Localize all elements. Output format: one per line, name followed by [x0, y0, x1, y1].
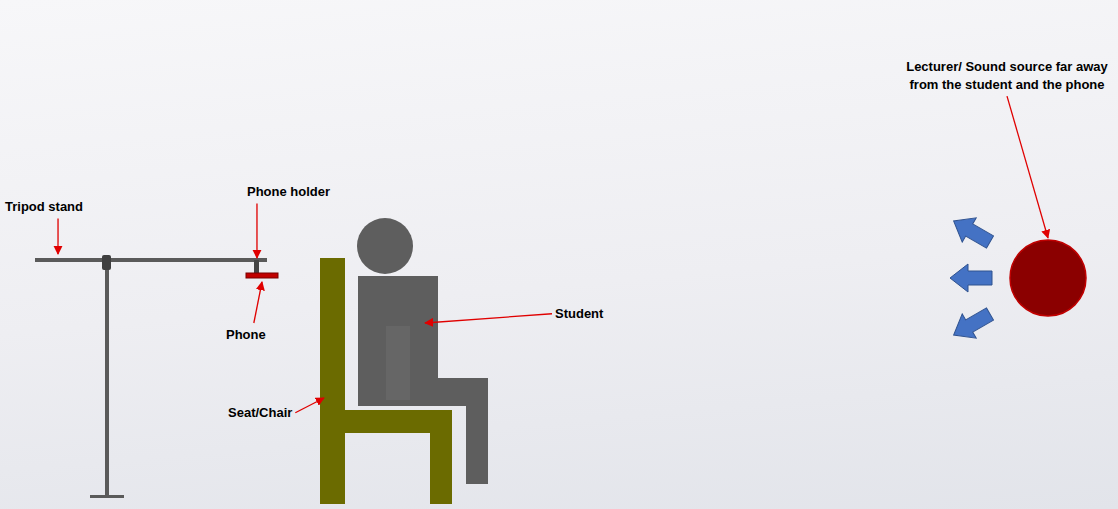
chair-leg — [430, 410, 452, 504]
sound-wave-arrows — [947, 209, 997, 347]
leader-arrow — [256, 204, 257, 258]
student-head — [357, 218, 413, 274]
block-arrow — [950, 264, 992, 292]
block-arrow — [947, 209, 997, 254]
part-label: Student — [555, 305, 603, 323]
leader-arrow — [425, 314, 552, 323]
part-label: Phone — [226, 326, 266, 344]
tripod-arm — [35, 258, 267, 262]
tripod-stand — [35, 255, 267, 498]
leader-arrow — [57, 219, 58, 254]
tripod-foot — [90, 495, 124, 498]
chair-back — [320, 258, 345, 504]
part-label: Seat/Chair — [228, 404, 292, 422]
tripod-pole — [105, 262, 109, 497]
part-label: Phone holder — [247, 183, 330, 201]
part-label: Lecturer/ Sound source far away from the… — [900, 58, 1114, 93]
phone-holder — [254, 260, 259, 274]
student-arm — [386, 326, 410, 400]
leader-arrow — [295, 398, 324, 413]
student-lower-leg — [466, 378, 488, 484]
phone — [246, 273, 278, 278]
leader-arrow — [254, 282, 262, 323]
student — [357, 218, 488, 484]
part-label: Tripod stand — [5, 198, 83, 216]
sound-source — [1010, 240, 1086, 316]
tripod-clamp — [102, 255, 111, 270]
leader-arrow — [1007, 96, 1048, 238]
block-arrow — [947, 302, 997, 347]
